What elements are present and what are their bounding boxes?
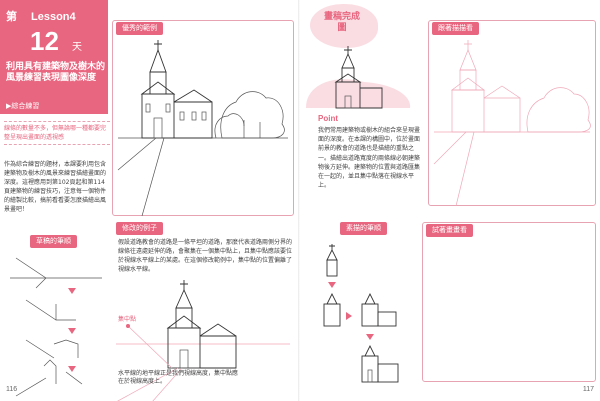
section-tag-draft: 草稿的筆順 — [30, 235, 77, 248]
lesson-prefix: 第 — [6, 11, 17, 23]
callout-text: 線條的數量不多，但無論哪一種都要完整呈現出畫面的透視感 — [4, 121, 110, 145]
section-tag-revised: 修改的例子 — [116, 222, 163, 235]
badge-blob — [310, 4, 378, 48]
revised-note: 假設道路教會的道路是一條平坦的道路，那麼代表道路兩側分界的線條往遠處延伸的路，會… — [118, 239, 293, 273]
trace-illustration — [433, 40, 591, 206]
left-page: 第 Lesson4 12 天 利用具有建築物及樹木的風景練習表現圖像深度 ▶綜合練… — [0, 0, 294, 401]
trace-frame — [428, 20, 596, 206]
finished-church-illustration — [306, 46, 411, 109]
body-text: 作為綜合練習的題材，本課要利用包含建築物及樹木的風景來練習描繪畫面的深度。這裡應… — [4, 161, 107, 213]
page-number-right: 117 — [582, 386, 594, 393]
section-tag-sketch-order: 素描的筆順 — [340, 222, 387, 235]
horizon-note: 水平線的地平線正是我們視線高度，集中點應在於視線高度上。 — [118, 370, 239, 385]
point-text: 我們常用建築物或樹木的組合來呈現畫面的深度。在本課的構圖中，位於畫面前景的教會的… — [318, 127, 421, 190]
lesson-label: 第 Lesson4 — [6, 8, 76, 24]
lesson-title: 利用具有建築物及樹木的風景練習表現圖像深度 — [6, 62, 106, 83]
church-illustration — [117, 40, 288, 216]
lesson-header: 第 Lesson4 12 天 利用具有建築物及樹木的風景練習表現圖像深度 ▶綜合練… — [0, 0, 108, 114]
focal-point-label: 集中點 — [118, 316, 137, 323]
finished-badge: 畫稿完成圖 — [323, 12, 360, 33]
try-drawing-frame — [422, 222, 596, 382]
sketch-order-illustration — [323, 244, 399, 383]
point-label: Point — [318, 114, 338, 123]
section-tag-try: 試著畫畫看 — [426, 224, 473, 237]
day-unit: 天 — [72, 42, 82, 53]
lesson-number: Lesson4 — [31, 11, 76, 23]
page-number-left: 116 — [6, 386, 18, 393]
right-page: 畫稿完成圖 Point 我們常用建築物或樹木的組合來呈現畫面的深度。在本課的構圖… — [300, 0, 600, 401]
day-number: 12 — [30, 26, 59, 56]
draft-steps-illustration — [10, 257, 102, 397]
section-tag-trace: 跟著描描看 — [432, 22, 479, 35]
lesson-subtitle: ▶綜合練習 — [6, 102, 40, 110]
section-tag-excellent: 優秀的範例 — [116, 22, 163, 35]
revised-church-illustration — [116, 280, 290, 401]
